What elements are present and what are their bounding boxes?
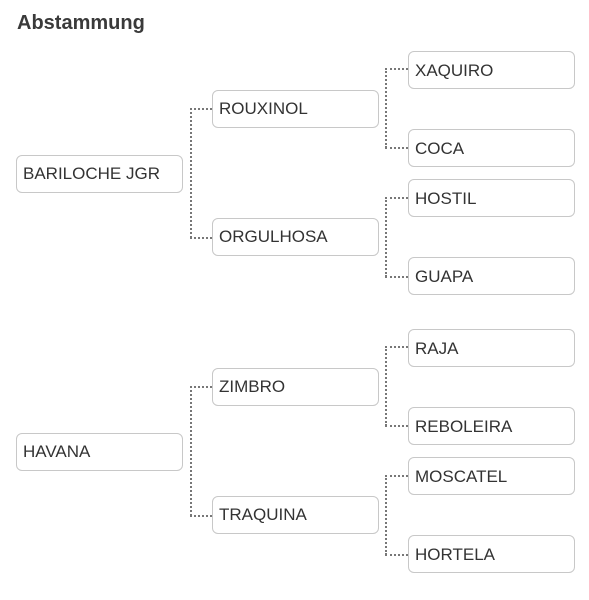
connector-line — [190, 108, 212, 110]
pedigree-node-sire-sire-sire[interactable]: XAQUIRO — [408, 51, 575, 89]
pedigree-node-dam-sire-dam[interactable]: REBOLEIRA — [408, 407, 575, 445]
pedigree-node-sire-dam-dam[interactable]: GUAPA — [408, 257, 575, 295]
pedigree-node-sire-sire[interactable]: ROUXINOL — [212, 90, 379, 128]
connector-line — [385, 276, 408, 278]
connector-line — [190, 108, 192, 238]
pedigree-node-sire-sire-dam[interactable]: COCA — [408, 129, 575, 167]
connector-line — [385, 197, 408, 199]
connector-line — [190, 386, 192, 516]
connector-line — [385, 147, 408, 149]
connector-line — [385, 425, 408, 427]
pedigree-node-dam-dam[interactable]: TRAQUINA — [212, 496, 379, 534]
pedigree-node-sire[interactable]: BARILOCHE JGR — [16, 155, 183, 193]
connector-line — [385, 68, 387, 148]
connector-line — [190, 386, 212, 388]
pedigree-node-sire-dam[interactable]: ORGULHOSA — [212, 218, 379, 256]
pedigree-node-sire-dam-sire[interactable]: HOSTIL — [408, 179, 575, 217]
connector-line — [385, 346, 387, 426]
connector-line — [190, 237, 212, 239]
connector-line — [385, 475, 387, 555]
section-title: Abstammung — [17, 12, 145, 34]
connector-line — [385, 197, 387, 277]
connector-line — [385, 475, 408, 477]
connector-line — [385, 68, 408, 70]
pedigree-node-dam-dam-dam[interactable]: HORTELA — [408, 535, 575, 573]
pedigree-node-dam-dam-sire[interactable]: MOSCATEL — [408, 457, 575, 495]
connector-line — [385, 554, 408, 556]
pedigree-node-dam-sire-sire[interactable]: RAJA — [408, 329, 575, 367]
pedigree-node-dam[interactable]: HAVANA — [16, 433, 183, 471]
connector-line — [385, 346, 408, 348]
connector-line — [190, 515, 212, 517]
pedigree-node-dam-sire[interactable]: ZIMBRO — [212, 368, 379, 406]
